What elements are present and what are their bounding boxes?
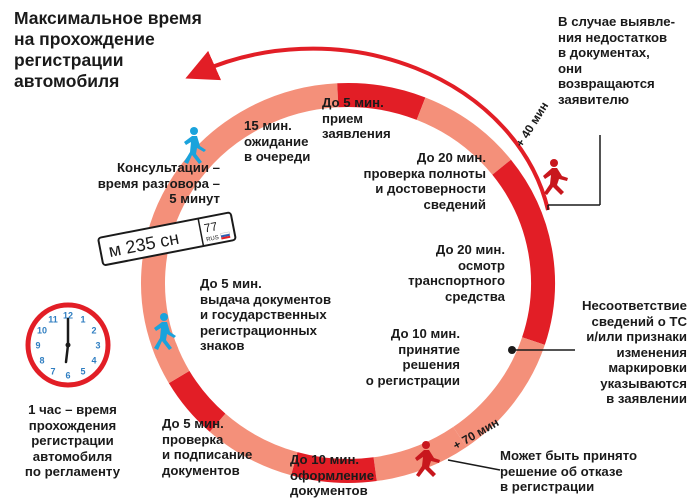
total-time-note: 1 час – время прохождения регистрации ав… — [24, 402, 121, 479]
ring-segment-issuance-a — [168, 370, 226, 432]
step-verification: До 20 мин. проверка полноты и достоверно… — [363, 150, 486, 212]
ring-segment-application — [337, 83, 426, 120]
return-arrow — [185, 46, 550, 211]
plate-country: RUS — [206, 235, 220, 243]
clock-numeral: 5 — [80, 367, 85, 377]
ring-segment-signing — [209, 413, 298, 476]
clock-numeral: 10 — [37, 326, 47, 336]
clock-numeral: 11 — [48, 315, 58, 325]
step-application: До 5 мин. прием заявления — [322, 95, 391, 141]
refusal-note: Может быть принято решение об отказе в р… — [500, 448, 638, 494]
plate-region: 77 — [203, 219, 219, 235]
clock-numeral: 2 — [91, 326, 96, 336]
ring-segment-issuance — [153, 342, 190, 384]
clock-numeral: 8 — [39, 356, 44, 366]
step-issuance: До 5 мин. выдача документов и государств… — [200, 276, 332, 353]
refusal-connector — [447, 459, 501, 471]
step-queue: 15 мин. ожидание в очереди — [244, 118, 311, 164]
mismatch-note: Несоответствие сведений о ТС и/или призн… — [582, 298, 687, 406]
clock-numeral: 1 — [80, 315, 85, 325]
person-walking-icon-queue — [184, 127, 206, 164]
clock-numeral: 7 — [50, 367, 55, 377]
clock-numeral: 4 — [91, 356, 96, 366]
ring-segment-decision — [452, 337, 545, 447]
ring-segment-queue — [141, 83, 339, 359]
clock-numeral: 3 — [95, 341, 100, 351]
person-walking-icon-issue — [154, 313, 176, 350]
ring-segment-verification — [416, 97, 511, 176]
documents-returned-note: В случае выявле- ния недостатков в докум… — [558, 14, 675, 107]
process-ring — [141, 83, 555, 483]
consultation-note: Консультации – время разговора – 5 минут — [97, 160, 220, 206]
clock-numeral: 12 — [63, 311, 73, 321]
ring-segment-paperwork-a — [373, 426, 467, 482]
clock-numeral: 6 — [65, 371, 70, 381]
license-plate: м 235 сн 77 RUS — [97, 211, 237, 266]
delay-documents: + 40 мин — [513, 99, 552, 149]
ring-segment-paperwork — [291, 452, 377, 483]
step-paperwork: До 10 мин. оформление документов — [290, 452, 375, 498]
page-title: Максимальное время на прохождение регист… — [14, 8, 202, 91]
clock-numeral: 9 — [35, 341, 40, 351]
step-decision: До 10 мин. принятие решения о регистраци… — [365, 326, 460, 388]
step-inspection: До 20 мин. осмотр транспортного средства — [408, 242, 505, 304]
person-walking-icon-refusal — [415, 441, 440, 477]
person-walking-icon-documents — [543, 159, 568, 195]
ring-segment-inspection — [492, 159, 555, 345]
mismatch-dot — [508, 346, 516, 354]
step-signing: До 5 мин. проверка и подписание документ… — [162, 416, 253, 478]
